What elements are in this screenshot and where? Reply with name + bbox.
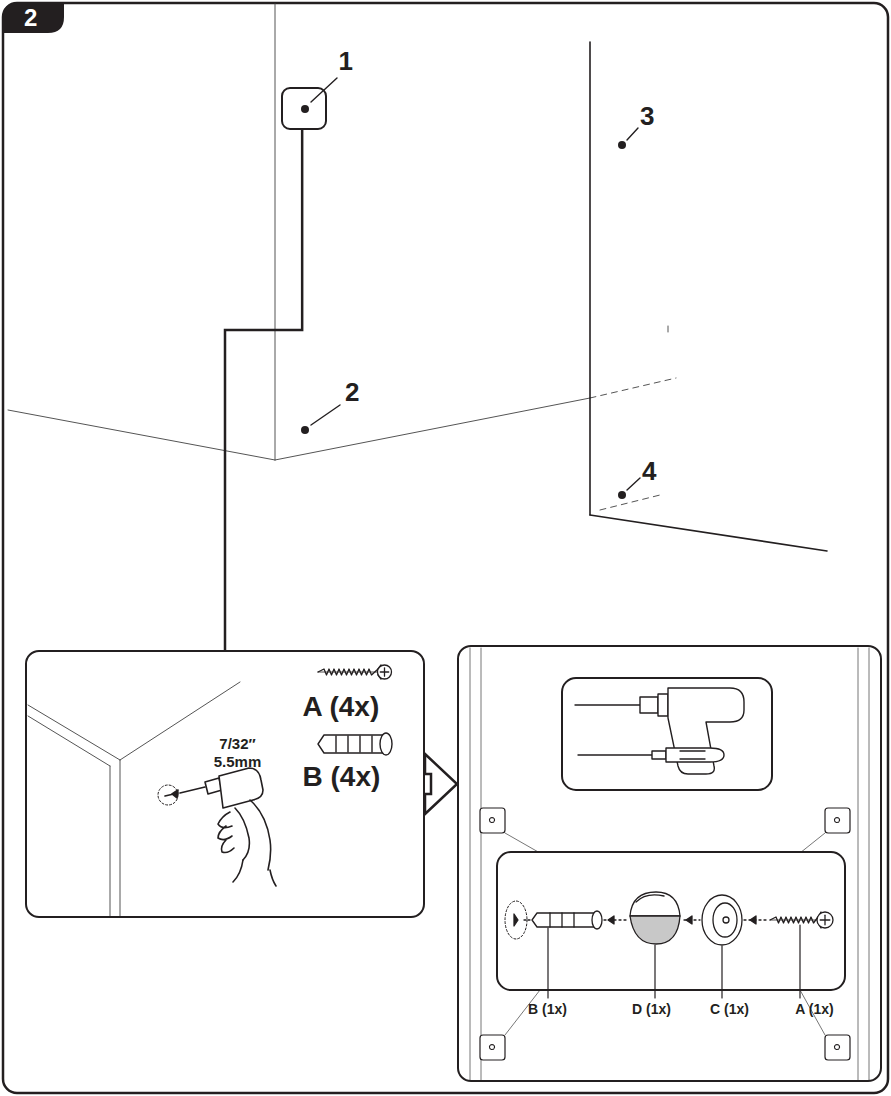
callout-number: 1 [339,47,353,76]
flow-arrow [425,754,457,814]
inset-panel: A (4x) B (4x) 7/32″5.5mm [25,650,425,918]
step-tab [3,3,64,33]
panel-frame-lines [470,648,869,1080]
callout-dots [301,78,640,499]
drill [165,768,276,886]
part-leaders [548,925,800,998]
parts-box [497,852,845,990]
screw-icon [770,912,833,928]
wall-corner [28,682,240,916]
part-label: B (1x) [528,1002,567,1017]
corner-brackets [480,808,850,1060]
part-quantity: B (4x) [303,762,381,793]
part-label: C (1x) [710,1002,749,1017]
tools [575,688,744,774]
drill-size: 5.5mm [214,754,262,771]
leader-line [225,130,302,650]
part-label: A (1x) [795,1002,833,1017]
inset-panel: B (1x) D (1x) C (1x) A (1x) [457,645,882,1082]
furniture-outline [590,42,827,551]
parts-sequence [505,892,768,945]
drill-hole [158,785,178,805]
room-lines [8,4,676,510]
step-number: 2 [24,5,37,31]
part-label: D (1x) [632,1002,671,1017]
callout-number: 3 [640,102,654,131]
callout-number: 4 [642,457,656,486]
tool-box [562,678,772,790]
part-quantity: A (4x) [303,692,380,723]
callout-number: 2 [345,378,359,407]
callout-box: 1 [281,87,327,130]
screw-icon [318,665,392,679]
frame [3,3,888,1093]
anchor-icon [318,733,392,755]
drill-size: 7/32″ [219,736,255,753]
